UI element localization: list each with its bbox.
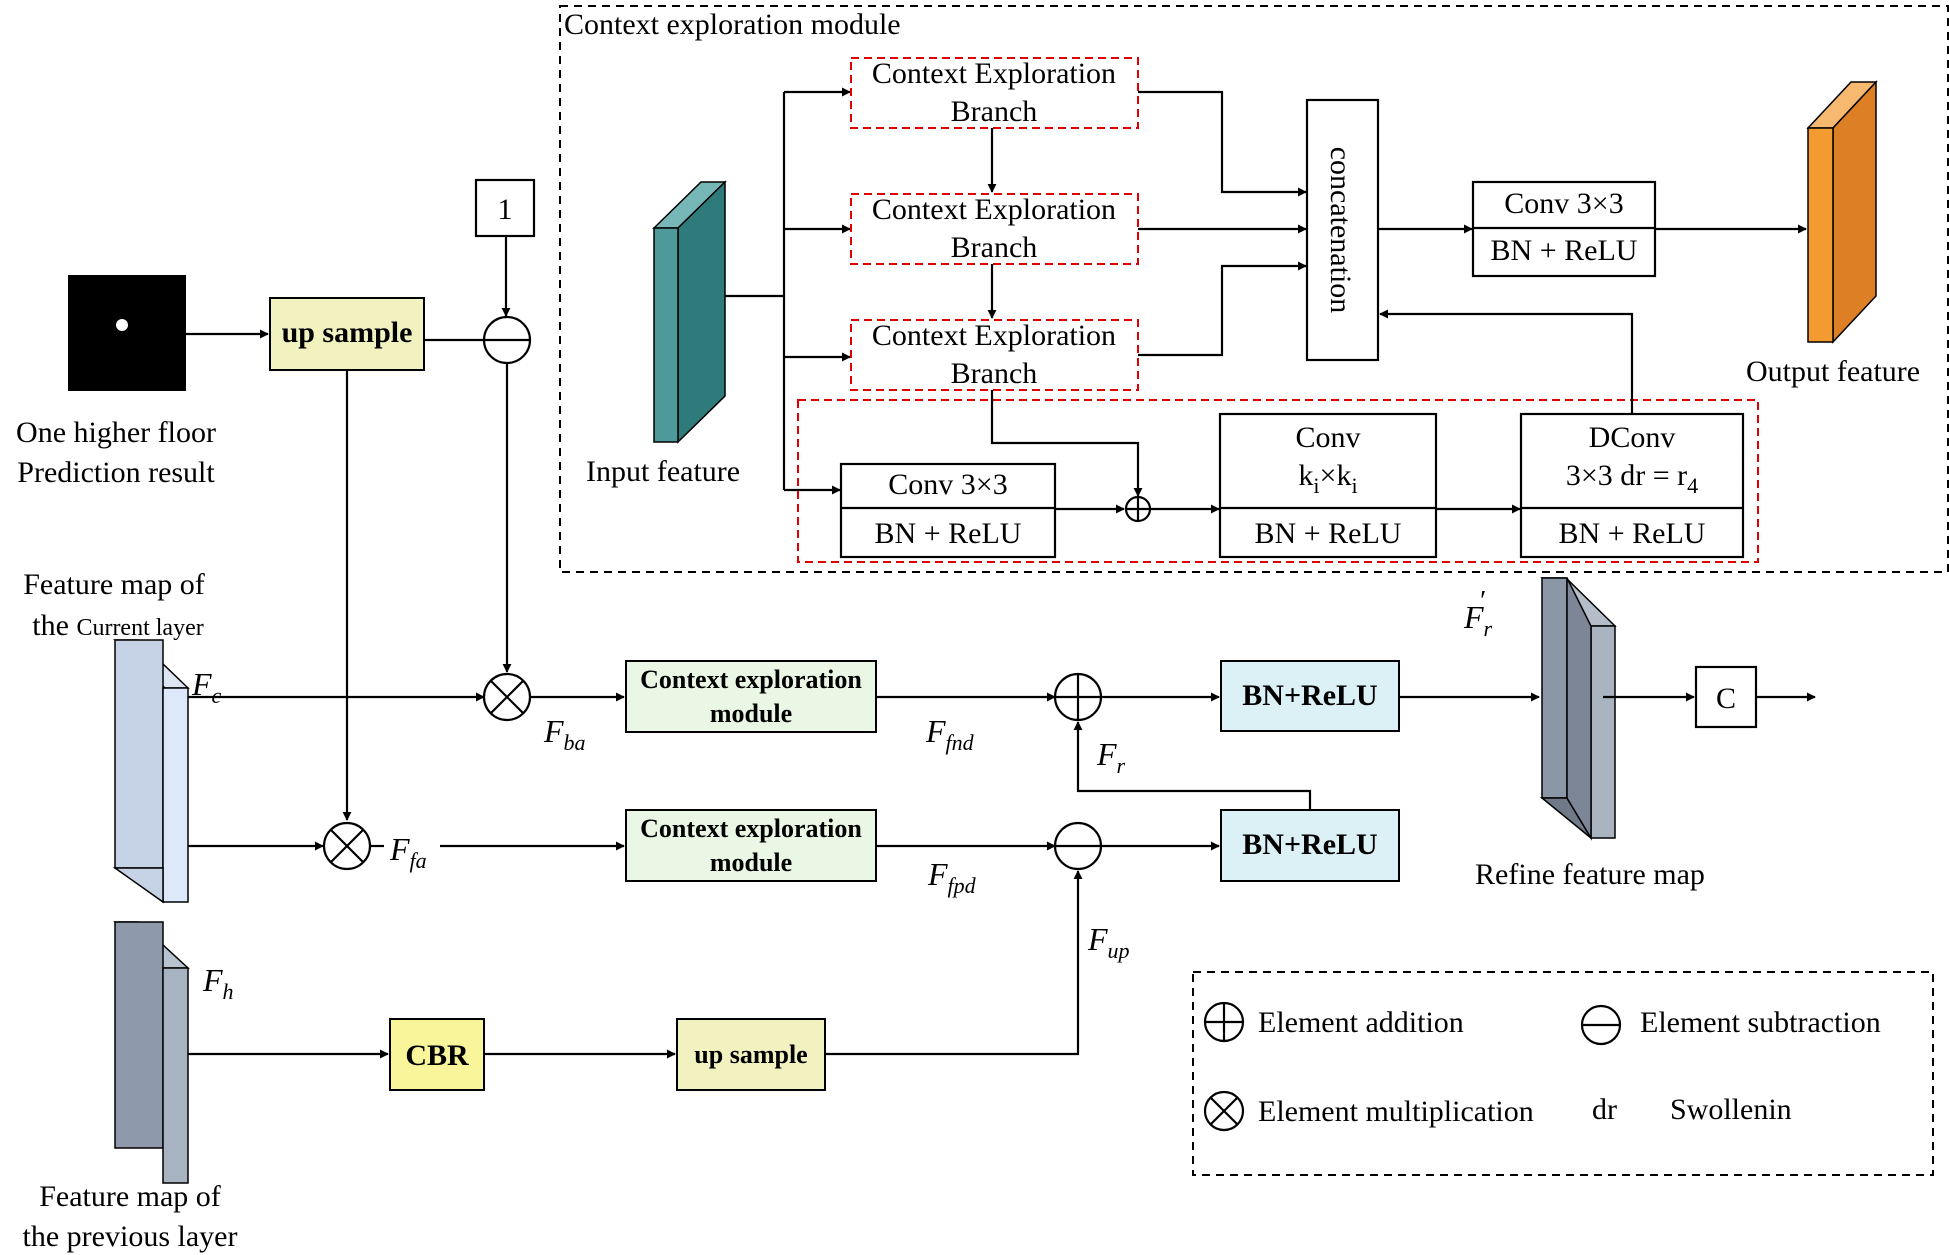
constant-one-label: 1 (498, 193, 513, 226)
legend-frame (1192, 971, 1934, 1176)
branch-1-line2: Branch (951, 95, 1038, 128)
context-exploration-branch-3 (850, 319, 1139, 391)
branch-1-line1: Context Exploration (872, 57, 1116, 90)
symbol-Ffpd: Ffpd (927, 856, 977, 898)
top-subtract-operator (482, 315, 532, 365)
branch-3-line2: Branch (951, 357, 1038, 390)
cem-box2-line1: Context exploration (640, 814, 862, 843)
cem-box1-line2: module (710, 699, 792, 728)
output-feature-label: Output feature (1746, 355, 1920, 388)
legend-subtract-icon (1580, 1004, 1622, 1046)
conv-kxk-line3: BN + ReLU (1255, 517, 1402, 550)
upsample-box-bottom (676, 1018, 826, 1091)
dconv-line2: 3×3 dr = r4 (1566, 459, 1698, 498)
cem-outer-dashed-frame (559, 5, 1949, 573)
concat-c-box (1694, 665, 1758, 729)
top-multiply-operator (482, 672, 532, 722)
upsample-top-label: up sample (282, 316, 413, 349)
lower-multiply-operator (322, 821, 372, 871)
bn-relu-bottom-label: BN+ReLU (1242, 828, 1377, 861)
concatenation-box (1305, 98, 1380, 362)
dconv-line3: BN + ReLU (1559, 517, 1706, 550)
legend-dr-key: dr (1592, 1093, 1617, 1126)
legend-subtract-label: Element subtraction (1640, 1006, 1881, 1039)
legend-multiply-icon (1203, 1090, 1245, 1132)
conv3x3-box (839, 462, 1057, 559)
concatenation-label: concatenation (1324, 147, 1357, 314)
cem-box2-line2: module (710, 848, 792, 877)
refine-feature-slab (1539, 577, 1617, 841)
current-layer-slab (112, 639, 190, 904)
output-feature-slab (1806, 80, 1878, 344)
input-feature-label: Input feature (586, 455, 740, 488)
context-exploration-branch-1 (850, 57, 1139, 129)
symbol-Ffnd: Ffnd (925, 713, 975, 755)
symbol-Ffa: Ffa (389, 831, 427, 873)
branch-2-line2: Branch (951, 231, 1038, 264)
conv-kxk-line2: ki×ki (1298, 459, 1357, 498)
conv-top-line1: Conv 3×3 (1504, 187, 1623, 220)
conv3x3-line1: Conv 3×3 (888, 468, 1007, 501)
dconv-line1: DConv (1589, 421, 1676, 454)
symbol-Fba: Fba (543, 713, 586, 755)
context-exploration-module-box-1 (625, 660, 877, 733)
symbol-Fh: Fh (202, 962, 234, 1004)
main-add-operator (1053, 672, 1103, 722)
previous-layer-label-line2: the previous layer (23, 1220, 238, 1253)
cbr-label: CBR (405, 1039, 469, 1072)
conv3x3-line2: BN + ReLU (875, 517, 1022, 550)
input-feature-slab (652, 180, 727, 444)
bn-relu-top-label: BN+ReLU (1242, 679, 1377, 712)
conv-top-line2: BN + ReLU (1491, 234, 1638, 267)
prediction-label-line1: One higher floor (16, 416, 216, 449)
bn-relu-box-top (1220, 660, 1400, 732)
upsample-box-top (269, 297, 425, 371)
concat-c-label: C (1716, 682, 1736, 715)
upsample-bottom-label: up sample (694, 1040, 807, 1069)
legend-multiply-label: Element multiplication (1258, 1095, 1534, 1128)
branch-3-line1: Context Exploration (872, 319, 1116, 352)
refine-feature-label: Refine feature map (1475, 858, 1705, 891)
current-layer-label-line1: Feature map of (23, 568, 205, 601)
previous-layer-slab (113, 921, 190, 1184)
conv-kxk-box (1218, 412, 1438, 559)
symbol-Fr-prime: Fr′ (1463, 586, 1493, 641)
legend-add-label: Element addition (1258, 1006, 1464, 1039)
main-subtract-operator (1053, 821, 1103, 871)
prediction-label-line2: Prediction result (17, 456, 215, 489)
legend-add-icon (1203, 1001, 1245, 1043)
cem-box1-line1: Context exploration (640, 665, 862, 694)
constant-one-box (474, 178, 536, 238)
dconv-box (1519, 412, 1745, 559)
legend-dr-value: Swollenin (1670, 1093, 1792, 1126)
symbol-Fr: Fr (1096, 736, 1126, 778)
branch-2-line1: Context Exploration (872, 193, 1116, 226)
branch-detail-dashed-frame (797, 399, 1759, 563)
previous-layer-label-line1: Feature map of (39, 1180, 221, 1213)
current-layer-label-line2: the Current layer (32, 609, 203, 642)
context-exploration-module-box-2 (625, 809, 877, 882)
conv-kxk-line1: Conv (1295, 421, 1360, 454)
prediction-blob (116, 319, 128, 331)
small-add-operator (1124, 495, 1152, 523)
prediction-result-image (68, 275, 186, 391)
symbol-Fc: Fc (191, 666, 222, 708)
symbol-Fup: Fup (1087, 921, 1130, 963)
context-exploration-branch-2 (850, 193, 1139, 265)
cem-title: Context exploration module (564, 8, 901, 41)
